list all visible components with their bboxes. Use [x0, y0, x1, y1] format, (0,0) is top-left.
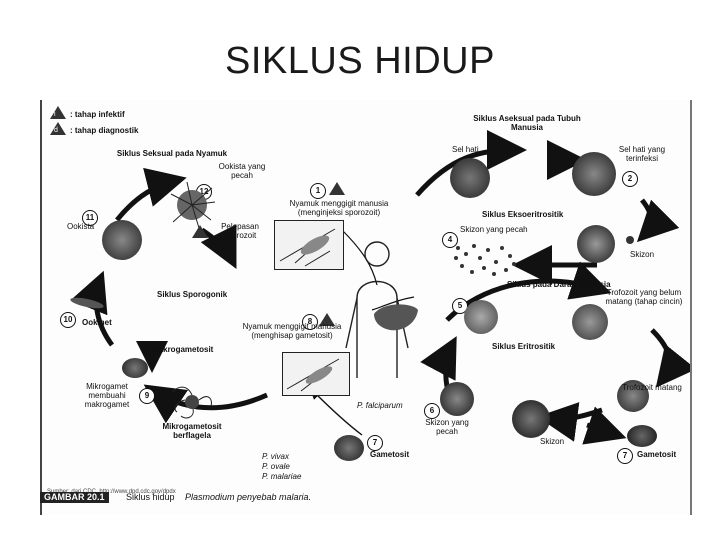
stage-number-6: 6: [424, 403, 440, 419]
heading-sexual-cycle: Siklus Seksual pada Nyamuk: [112, 149, 232, 158]
red-blood-cell: [464, 300, 498, 334]
liver-icon: [372, 300, 420, 336]
label-stage-4: Skizon yang pecah: [460, 225, 528, 234]
caption-italic: Plasmodium penyebab malaria.: [185, 493, 311, 502]
erythrocytic-schizont-cell: [512, 400, 550, 438]
label-microgametocyte: Mikrogametosit berflagela: [152, 422, 232, 440]
stage-number-7: 7: [367, 435, 383, 451]
label-stage-9: Mikrogamet membuahi makrogamet: [72, 382, 142, 409]
label-stage-3: Skizon: [630, 250, 654, 259]
infective-mark: i: [54, 110, 56, 119]
label-stage-8: Nyamuk menggigit manusia (menghisap game…: [237, 322, 347, 340]
stage-number-9: 9: [139, 388, 155, 404]
figure-caption: GAMBAR 20.1 Siklus hidup Plasmodium peny…: [40, 485, 692, 515]
stage-number-1: 1: [310, 183, 326, 199]
heading-erythrocytic: Siklus Eritrositik: [492, 342, 555, 351]
immature-trophozoite-cell: [572, 304, 608, 340]
legend-diagnostic: : tahap diagnostik: [70, 126, 138, 135]
schizont-cell: [577, 225, 615, 263]
caption-text: Siklus hidup: [126, 493, 175, 502]
slide-title: SIKLUS HIDUP: [0, 40, 720, 83]
label-stage-10: Ookinet: [82, 318, 112, 327]
label-erythrocytic-schizont: Skizon: [540, 437, 564, 446]
liver-cell: [450, 158, 490, 198]
label-species-malariae: P. malariae: [262, 472, 301, 481]
arrow-erythro-2: [652, 330, 669, 380]
heading-sporogonic: Siklus Sporogonik: [157, 290, 227, 299]
stage-number-7b: 7: [617, 448, 633, 464]
legend-infective: : tahap infektif: [70, 110, 125, 119]
label-stage-6: Skizon yang pecah: [417, 418, 477, 436]
label-stage-1: Nyamuk menggigit manusia (menginjeksi sp…: [274, 199, 404, 217]
label-stage-11: Ookista: [67, 222, 94, 231]
label-species-ovale: P. ovale: [262, 462, 290, 471]
arrow-erythro-3: [547, 410, 602, 419]
mosquito-bite-image-1: [274, 220, 344, 270]
label-sel-hati: Sel hati: [452, 145, 479, 154]
heading-exoerythrocytic: Siklus Eksoeritrositik: [482, 210, 563, 219]
oocyst-cell: [102, 220, 142, 260]
heading-asexual-cycle: Siklus Aseksual pada Tubuh Manusia: [467, 114, 587, 132]
label-macrogametocyte: Makrogametosit: [152, 345, 213, 354]
arrow-to-gametocyte: [587, 425, 617, 435]
schizont-small-cell: [626, 236, 634, 244]
label-species-vivax: P. vivax: [262, 452, 289, 461]
label-mature-trophozoite: Trofozoit matang: [622, 383, 682, 392]
caption-label: GAMBAR 20.1: [40, 492, 109, 503]
label-stage-2: Sel hati yang terinfeksi: [607, 145, 677, 163]
label-sporozoite-release: Pelepasan sporozoit: [210, 222, 270, 240]
macrogametocyte-cell: [122, 358, 148, 378]
ruptured-schizont-cell: [440, 382, 474, 416]
diagnostic-stage-icon: [50, 122, 66, 135]
flagellated-microgametocyte: [167, 382, 217, 422]
label-stage-7: Gametosit: [370, 450, 409, 459]
infective-stage-icon: [192, 225, 208, 238]
arrow-to-schizont: [642, 200, 651, 235]
ookinete-icon: [67, 296, 107, 310]
infective-stage-icon: [329, 182, 345, 195]
heading-blood-cycle: Siklus pada Darah Manusia: [507, 280, 611, 289]
label-p-falciparum: P. falciparum: [357, 401, 403, 410]
arrow-spor-2: [96, 280, 112, 345]
merozoite-cluster: [452, 240, 522, 280]
stage-number-10: 10: [60, 312, 76, 328]
infective-stage-icon: [50, 106, 66, 119]
label-stage-5: Trofozoit yang belum matang (tahap cinci…: [604, 288, 684, 306]
infected-liver-cell: [572, 152, 616, 196]
label-stage-12: Ookista yang pecah: [212, 162, 272, 180]
gametocyte-cell-right: [627, 425, 657, 447]
gametocyte-cell: [334, 435, 364, 461]
mosquito-bite-image-8: [282, 352, 350, 396]
life-cycle-figure: i : tahap infektif d : tahap diagnostik …: [40, 100, 692, 515]
diagnostic-mark: d: [54, 126, 58, 135]
stage-number-2: 2: [622, 171, 638, 187]
label-stage-7b: Gametosit: [637, 450, 676, 459]
